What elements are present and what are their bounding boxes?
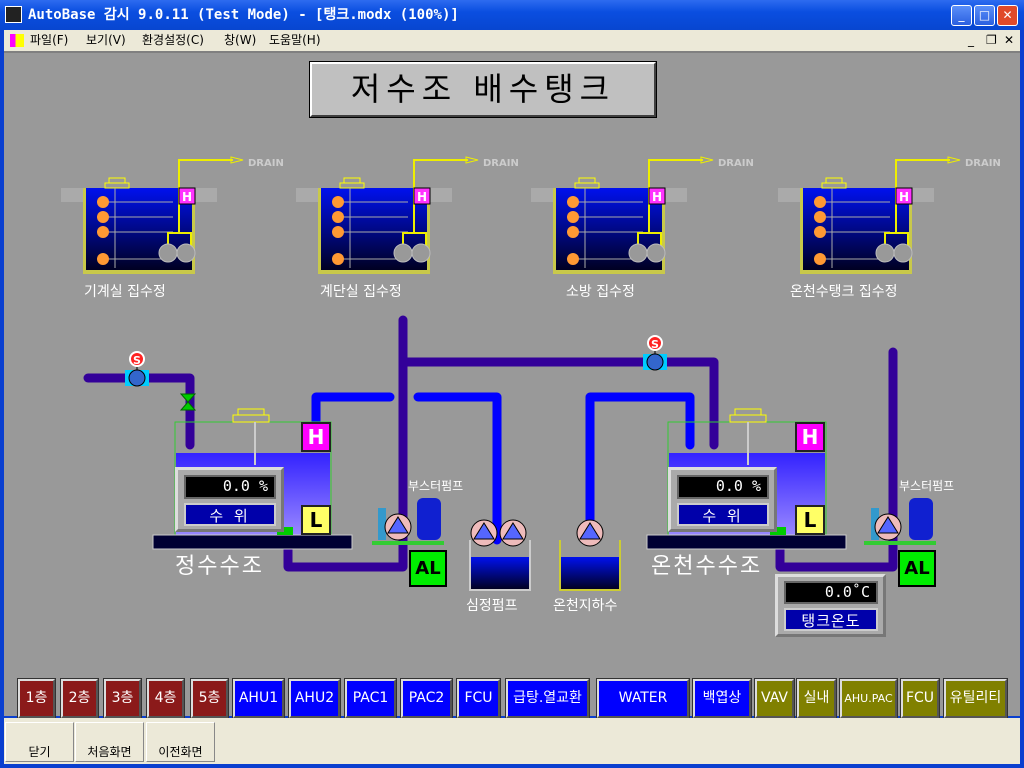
- home-screen-button[interactable]: 처음화면: [75, 722, 144, 762]
- mdi-close-button[interactable]: ✕: [1004, 33, 1015, 47]
- drain-label: DRAIN: [248, 158, 284, 169]
- hot-supply-pipe: [775, 347, 898, 572]
- booster-pump-label: 부스터펌프: [899, 479, 955, 493]
- nav-button-5층[interactable]: 5층: [190, 678, 229, 719]
- menu-bar: 파일(F) 보기(V) 환경설정(C) 창(W) 도움말(H) _ ❐ ✕: [4, 30, 1020, 51]
- booster-pump-right: [864, 498, 936, 545]
- level-value: 0.0 %: [184, 475, 276, 499]
- nav-button-vav[interactable]: VAV: [754, 678, 795, 719]
- window-title: AutoBase 감시 9.0.11 (Test Mode) - [탱크.mod…: [28, 7, 459, 23]
- sump-label: 소방 집수정: [566, 284, 635, 300]
- nav-button-pac1[interactable]: PAC1: [344, 678, 397, 719]
- nav-button-유틸리티[interactable]: 유틸리티: [943, 678, 1008, 719]
- low-level-indicator: L: [301, 505, 331, 535]
- nav-button-ahu-pac[interactable]: AHU.PAC: [839, 678, 898, 719]
- previous-screen-button[interactable]: 이전화면: [146, 722, 215, 762]
- high-level-indicator: H: [301, 422, 331, 452]
- alarm-indicator[interactable]: AL: [409, 550, 447, 587]
- tank-name: 온천수수조: [651, 554, 763, 579]
- solenoid-valve-left: S: [125, 351, 149, 387]
- level-value: 0.0 %: [677, 475, 769, 499]
- svg-text:S: S: [651, 338, 659, 351]
- level-tag: 수 위: [184, 503, 276, 526]
- supply-pipe: [283, 315, 408, 572]
- tank-name: 정수수조: [175, 554, 264, 579]
- alarm-indicator[interactable]: AL: [898, 550, 936, 587]
- booster-pump-label: 부스터펌프: [408, 479, 464, 493]
- valve-icon: [179, 393, 197, 411]
- title-bar: AutoBase 감시 9.0.11 (Test Mode) - [탱크.mod…: [0, 0, 1024, 30]
- deep-pump-label: 심정펌프: [466, 598, 518, 614]
- minimize-button[interactable]: _: [951, 5, 972, 26]
- solenoid-valve-right: S: [643, 335, 667, 371]
- mdi-minimize-button[interactable]: _: [968, 33, 974, 47]
- hot-ground-pipe: [585, 392, 695, 545]
- booster-pump-left: [372, 498, 444, 545]
- high-level-indicator: H: [795, 422, 825, 452]
- screen-title: 저수조 배수탱크: [309, 61, 657, 118]
- sump-label: 온천수탱크 집수정: [790, 284, 898, 300]
- close-button[interactable]: ✕: [997, 5, 1018, 26]
- menu-file[interactable]: 파일(F): [30, 33, 69, 47]
- nav-button-ahu2[interactable]: AHU2: [288, 678, 341, 719]
- nav-button-water[interactable]: WATER: [596, 678, 690, 719]
- close-screen-button[interactable]: 닫기: [5, 722, 74, 762]
- mdi-restore-button[interactable]: ❐: [986, 33, 997, 47]
- high-level-indicator: H: [417, 190, 427, 204]
- menu-view[interactable]: 보기(V): [86, 33, 126, 47]
- level-panel: 0.0 % 수 위: [175, 467, 284, 532]
- document-icon: [10, 34, 24, 47]
- low-level-indicator: L: [795, 505, 825, 535]
- temperature-panel: 0.0˚C 탱크온도: [775, 574, 886, 637]
- nav-button-4층[interactable]: 4층: [146, 678, 185, 719]
- sump-tank: H DRAIN: [61, 156, 284, 274]
- temperature-tag: 탱크온도: [784, 608, 878, 631]
- sump-tank: H DRAIN: [778, 156, 1001, 274]
- temperature-value: 0.0˚C: [784, 581, 878, 604]
- high-level-indicator: H: [182, 190, 192, 204]
- crossover-pipe: [398, 357, 719, 450]
- nav-button-pac2[interactable]: PAC2: [400, 678, 453, 719]
- drain-label: DRAIN: [718, 158, 754, 169]
- deep-well-graphic: [469, 519, 531, 591]
- nav-button-fcu[interactable]: FCU: [456, 678, 501, 719]
- s-label: S: [133, 354, 141, 367]
- inlet-pipe: [83, 373, 195, 450]
- nav-button-급탕-열교환[interactable]: 급탕.열교환: [505, 678, 590, 719]
- level-panel: 0.0 % 수 위: [668, 467, 777, 532]
- nav-button-fcu[interactable]: FCU: [900, 678, 940, 719]
- maximize-button[interactable]: □: [974, 5, 995, 26]
- high-level-indicator: H: [899, 190, 909, 204]
- nav-button-2층[interactable]: 2층: [60, 678, 99, 719]
- sump-label: 기계실 집수정: [84, 284, 166, 300]
- drain-label: DRAIN: [483, 158, 519, 169]
- nav-button-ahu1[interactable]: AHU1: [232, 678, 285, 719]
- sump-tank: H DRAIN: [296, 156, 519, 274]
- nav-button-3층[interactable]: 3층: [103, 678, 142, 719]
- nav-button-실내[interactable]: 실내: [796, 678, 837, 719]
- menu-window[interactable]: 창(W): [224, 33, 257, 47]
- menu-help[interactable]: 도움말(H): [269, 33, 321, 47]
- app-icon: [5, 6, 22, 23]
- level-tag: 수 위: [677, 503, 769, 526]
- sump-tank: H DRAIN: [531, 156, 754, 274]
- sump-label: 계단실 집수정: [320, 284, 402, 300]
- hot-ground-well-graphic: [559, 519, 621, 591]
- nav-button-1층[interactable]: 1층: [17, 678, 56, 719]
- high-level-indicator: H: [652, 190, 662, 204]
- menu-settings[interactable]: 환경설정(C): [142, 33, 204, 47]
- hot-ground-label: 온천지하수: [553, 598, 618, 614]
- drain-label: DRAIN: [965, 158, 1001, 169]
- nav-button-백엽상[interactable]: 백엽상: [692, 678, 752, 719]
